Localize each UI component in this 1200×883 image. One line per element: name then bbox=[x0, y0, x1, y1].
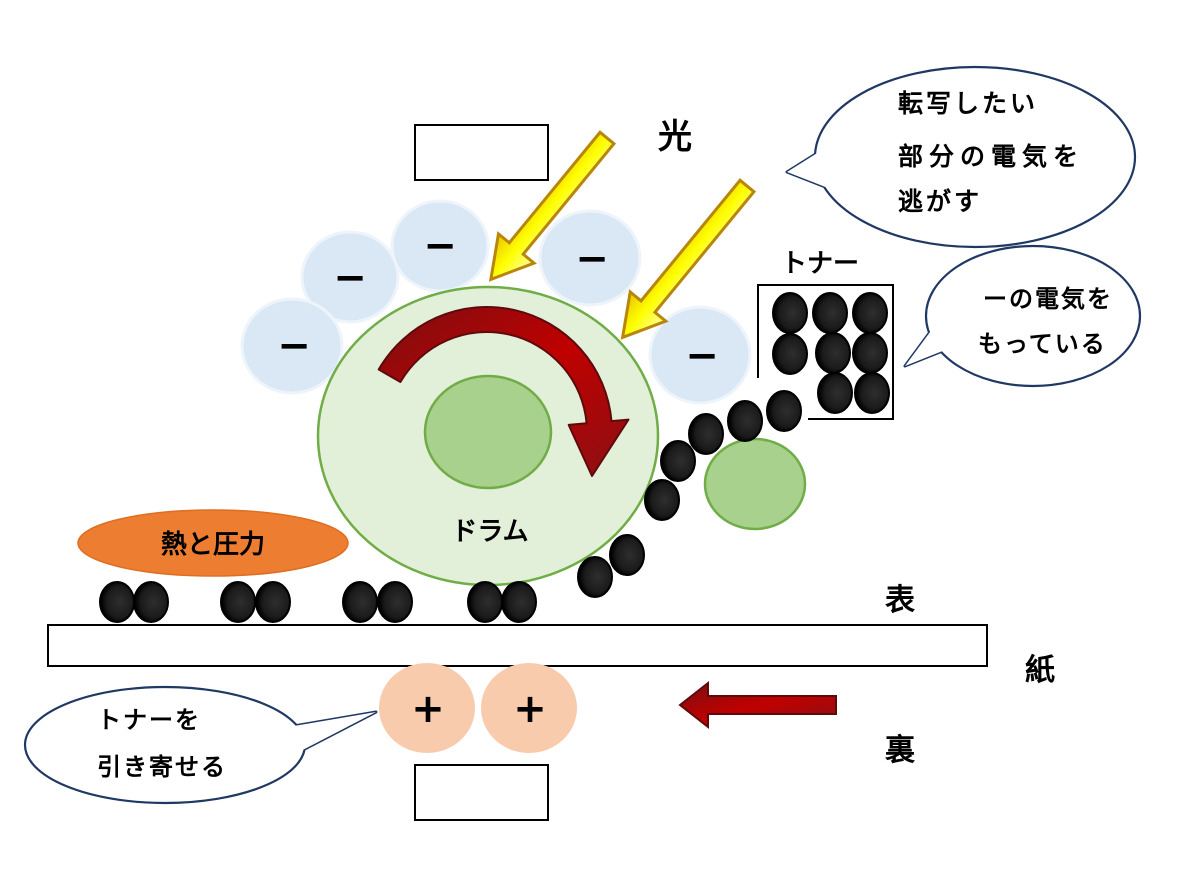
paper-front-label: 表 bbox=[885, 583, 915, 618]
toner-particle bbox=[817, 372, 853, 414]
minus-sign: − bbox=[685, 333, 719, 379]
paper-sheet bbox=[47, 624, 988, 667]
speech-bubble-discharge: 転写したい 部分の電気を 逃がす bbox=[785, 65, 1137, 249]
toner-particle bbox=[377, 581, 413, 623]
toner-on-paper bbox=[99, 581, 537, 623]
light-label: 光 bbox=[658, 117, 692, 157]
toner-particle bbox=[772, 333, 808, 375]
bubble-text-line: 部分の電気を bbox=[898, 142, 1084, 171]
drum-label: ドラム bbox=[451, 517, 528, 547]
toner-particle bbox=[467, 581, 503, 623]
drum-core bbox=[423, 374, 553, 490]
bubble-text-line: 引き寄せる bbox=[97, 753, 227, 781]
paper-back-label: 裏 bbox=[885, 733, 916, 768]
toner-particle bbox=[766, 390, 802, 432]
toner-label: トナー bbox=[781, 249, 859, 279]
rotation-arrow bbox=[377, 305, 630, 477]
toner-in-container bbox=[772, 292, 890, 414]
negative-charge bbox=[390, 199, 490, 293]
minus-sign: − bbox=[333, 255, 367, 301]
bubble-text-line: もっている bbox=[978, 330, 1107, 358]
negative-charge bbox=[538, 209, 642, 307]
toner-particle bbox=[852, 332, 888, 374]
toner-chain bbox=[577, 390, 802, 598]
toner-particle bbox=[688, 413, 724, 455]
plus-sign: + bbox=[513, 686, 547, 732]
bubble-body bbox=[924, 244, 1142, 388]
toner-particle bbox=[577, 556, 613, 598]
toner-particle bbox=[644, 479, 680, 521]
negative-charge bbox=[300, 230, 400, 324]
toner-particle bbox=[727, 400, 763, 442]
plus-sign: + bbox=[411, 686, 445, 732]
top-box bbox=[414, 124, 549, 181]
heat-pressure-ellipse bbox=[77, 509, 349, 577]
toner-particle bbox=[342, 581, 378, 623]
bubble-text-line: トナーを bbox=[97, 706, 201, 734]
heat-pressure-label: 熱と圧力 bbox=[161, 530, 265, 560]
bubble-text-line: ーの電気を bbox=[983, 285, 1113, 313]
toner-particle bbox=[854, 372, 890, 414]
toner-container bbox=[757, 284, 894, 420]
toner-particle bbox=[772, 292, 808, 334]
bubble-body bbox=[23, 685, 307, 805]
speech-bubble-attract: トナーを 引き寄せる bbox=[23, 685, 378, 805]
developer-roller bbox=[703, 437, 807, 531]
bubble-tail-fill bbox=[288, 712, 376, 755]
positive-charge bbox=[481, 663, 577, 753]
toner-particle bbox=[99, 581, 135, 623]
toner-particle bbox=[660, 440, 696, 482]
negative-charge bbox=[648, 305, 752, 405]
minus-sign: − bbox=[277, 323, 311, 369]
paper-feed-arrow bbox=[678, 680, 837, 730]
toner-particle bbox=[133, 581, 169, 623]
light-arrow-shape bbox=[620, 178, 757, 340]
positive-charge bbox=[379, 663, 475, 753]
bubble-text-line: 転写したい bbox=[898, 89, 1038, 118]
toner-particle bbox=[220, 581, 256, 623]
bubble-text-line: 逃がす bbox=[898, 187, 982, 216]
paper-label: 紙 bbox=[1025, 653, 1055, 688]
bubble-tail-fill bbox=[787, 150, 828, 188]
negative-charge bbox=[240, 297, 344, 395]
minus-sign: − bbox=[575, 236, 609, 282]
toner-particle bbox=[501, 581, 537, 623]
bubble-tail-fill bbox=[905, 328, 945, 366]
light-arrow-shape bbox=[488, 130, 617, 282]
toner-particle bbox=[812, 292, 848, 334]
speech-bubble-toner-charge: ーの電気を もっている bbox=[903, 244, 1142, 388]
light-arrow bbox=[488, 130, 617, 282]
toner-particle bbox=[609, 534, 645, 576]
bottom-box bbox=[414, 764, 549, 821]
toner-particle bbox=[255, 581, 291, 623]
positive-charges: + + bbox=[379, 663, 577, 753]
toner-particle bbox=[815, 332, 851, 374]
toner-particle bbox=[852, 292, 888, 334]
negative-charges: − − − − − bbox=[240, 199, 752, 405]
light-arrow bbox=[620, 178, 757, 340]
minus-sign: − bbox=[423, 223, 457, 269]
